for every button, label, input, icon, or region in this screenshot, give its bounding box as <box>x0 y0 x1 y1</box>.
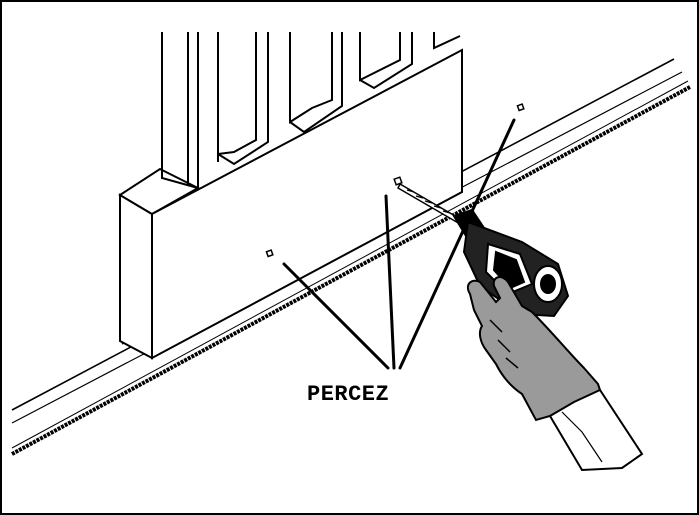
callout-label-percez: PERCEZ <box>307 382 390 407</box>
leader-line-right <box>398 118 516 370</box>
drill-hole-middle <box>393 176 403 186</box>
drill-hole-left <box>265 249 274 258</box>
callout-leader-lines <box>282 118 516 370</box>
gate-base-block <box>118 48 463 360</box>
leader-line-left <box>282 262 390 370</box>
gate-bars <box>161 32 461 190</box>
drill-holes <box>265 103 525 258</box>
gloved-hand-icon <box>466 276 644 472</box>
leader-line-middle <box>384 194 396 370</box>
power-drill-icon <box>452 208 570 358</box>
drill-hole-right <box>516 103 525 112</box>
